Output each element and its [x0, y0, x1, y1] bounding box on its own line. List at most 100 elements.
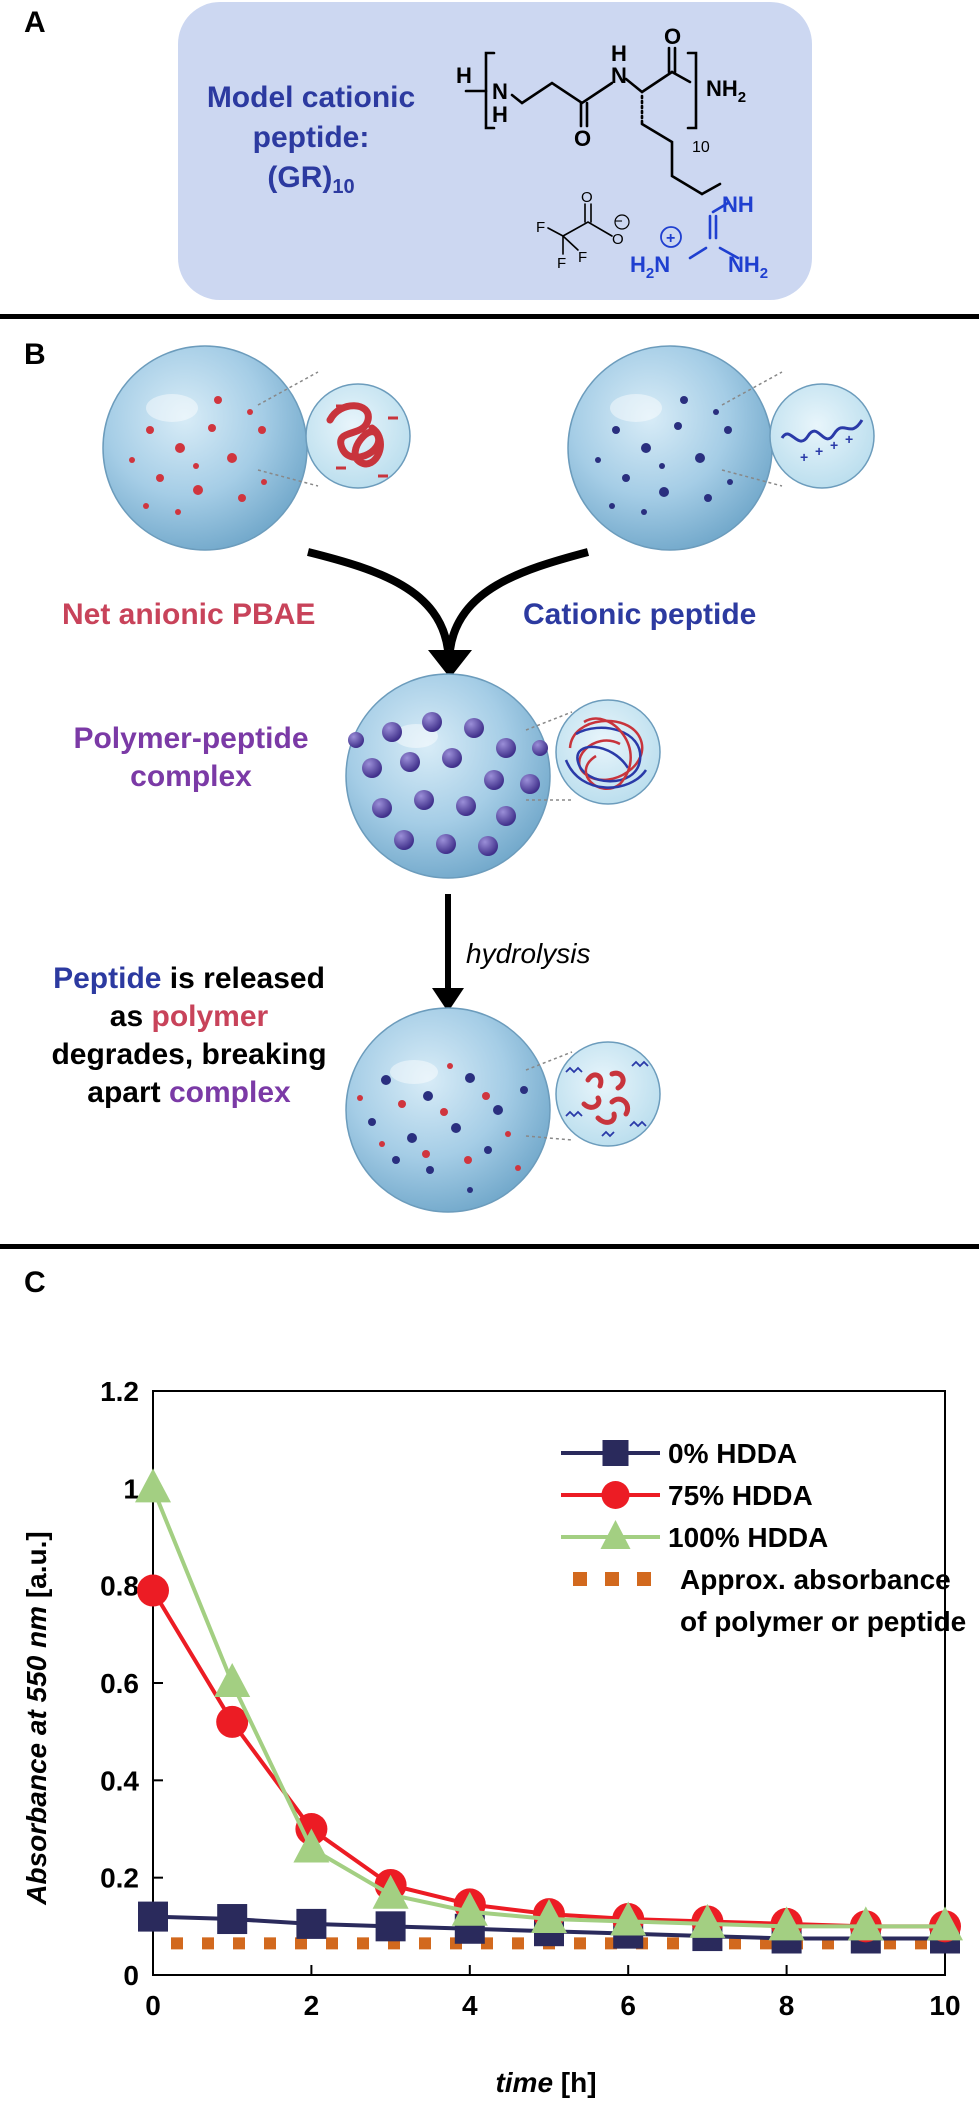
atom-o-tfa: O [581, 189, 593, 206]
panel-c-letter: C [24, 1266, 46, 1299]
reference-dash [295, 1937, 307, 1950]
legend-marker [600, 1520, 631, 1549]
data-point [293, 1828, 330, 1863]
series-line [151, 1487, 945, 1929]
release-line-4: apart complex [8, 1074, 370, 1112]
atom-o-bottom: O [574, 126, 591, 151]
reference-dash [729, 1937, 741, 1950]
y-tick-label: 0 [123, 1960, 139, 1991]
atom-h2n: H2N [630, 252, 670, 282]
separator-b-c [0, 1244, 979, 1249]
series-100-hdda [135, 1468, 963, 1941]
converge-arrow-head [428, 650, 472, 678]
svg-text:+: + [845, 431, 853, 447]
data-point [216, 1705, 249, 1738]
atom-o-top: O [664, 24, 681, 49]
y-tick-label: 0.2 [100, 1863, 139, 1894]
data-point [296, 1908, 327, 1939]
atom-h-top: H [611, 41, 627, 66]
x-axis-title: time [h] [495, 2067, 596, 2098]
x-tick-label: 10 [929, 1990, 960, 2021]
legend-label: 75% HDDA [668, 1480, 813, 1511]
data-point [372, 1874, 409, 1909]
release-line-1: Peptide is released [8, 960, 370, 998]
peptide-structure: H N H O N H O NH2 10 NH + H2N NH2 O O − … [456, 24, 768, 282]
svg-text:+: + [800, 449, 808, 465]
atom-o-minus: O [612, 231, 624, 248]
legend-reference-dash [605, 1572, 619, 1586]
release-line-3: degrades, breaking [8, 1036, 370, 1074]
atom-h-bottom: H [492, 102, 508, 127]
repeat-subscript: 10 [692, 139, 710, 156]
legend-marker [602, 1440, 629, 1466]
cationic-peptide-sphere: + + + + [567, 345, 875, 551]
data-point [768, 1906, 805, 1941]
atom-f-1: F [536, 219, 545, 236]
peptide-title: Model cationic peptide: (GR)10 [186, 78, 436, 201]
atom-n-top: N [611, 63, 627, 88]
data-point [531, 1899, 567, 1934]
hydrolysis-arrow-head [432, 988, 464, 1012]
x-tick-label: 0 [145, 1990, 161, 2021]
svg-text:+: + [815, 443, 823, 459]
y-axis-title: Absorbance at 550 nm [a.u.] [21, 1531, 52, 1905]
atom-nh2-side: NH2 [728, 252, 768, 282]
plot-frame [152, 1390, 946, 1976]
complex-label-line-1: Polymer-peptide [73, 722, 309, 755]
y-tick-label: 1 [123, 1473, 139, 1504]
chart-series [135, 1468, 963, 1954]
anionic-pbae-sphere [102, 345, 411, 551]
charge-minus: − [614, 213, 623, 230]
data-point [689, 1903, 726, 1938]
reference-dash [512, 1937, 524, 1950]
legend-reference-label: of polymer or peptide [680, 1606, 966, 1637]
legend-label: 100% HDDA [668, 1522, 828, 1553]
reference-dash [202, 1937, 214, 1950]
atom-f-2: F [557, 255, 566, 272]
x-tick-label: 4 [462, 1990, 478, 2021]
atom-n-left: N [492, 79, 508, 104]
release-word-apart: apart [87, 1076, 169, 1109]
reference-dash [326, 1937, 338, 1950]
atom-f-3: F [578, 249, 587, 266]
panel-a-letter: A [24, 6, 46, 39]
release-word-peptide: Peptide [53, 962, 162, 995]
data-point [138, 1901, 168, 1932]
peptide-sequence-subscript: 10 [332, 176, 355, 198]
data-point [375, 1911, 406, 1942]
atom-nh2: NH2 [706, 76, 746, 106]
reference-dash [264, 1937, 276, 1950]
x-tick-label: 2 [304, 1990, 320, 2021]
reference-dash [233, 1937, 245, 1950]
x-tick-label: 6 [620, 1990, 636, 2021]
y-tick-label: 0.8 [100, 1571, 139, 1602]
separator-a-b [0, 314, 979, 319]
data-point [927, 1906, 963, 1941]
peptide-title-line-1: Model cationic [206, 81, 416, 114]
data-point [214, 1663, 251, 1697]
legend-reference-dash [637, 1572, 651, 1586]
svg-text:+: + [830, 437, 838, 453]
x-tick-label: 8 [779, 1990, 795, 2021]
anionic-pbae-label: Net anionic PBAE [62, 598, 316, 631]
hydrolysis-label: hydrolysis [466, 938, 591, 969]
data-point [610, 1901, 647, 1936]
chart-axes: 0 0.2 0.4 0.6 0.8 1 1.2 0 2 4 6 8 10 [100, 1376, 961, 2021]
legend-reference-dash [573, 1572, 587, 1586]
series-line [151, 1589, 945, 1929]
charge-plus: + [666, 230, 675, 247]
peptide-sequence-text: (GR) [267, 161, 333, 194]
reference-dash [667, 1937, 679, 1950]
y-tick-label: 0.6 [100, 1668, 139, 1699]
data-point [137, 1574, 169, 1607]
complex-sphere [345, 673, 661, 879]
release-word-is-released: is released [161, 962, 325, 995]
y-tick-label: 0.4 [100, 1765, 139, 1796]
release-word-degrades: degrades, breaking [51, 1038, 327, 1071]
legend-label: 0% HDDA [668, 1438, 797, 1469]
release-description: Peptide is released as polymer degrades,… [8, 960, 370, 1112]
released-sphere [345, 1007, 661, 1213]
y-tick-label: 1.2 [100, 1376, 139, 1407]
release-word-as: as [109, 1000, 152, 1033]
legend-marker [601, 1481, 630, 1509]
